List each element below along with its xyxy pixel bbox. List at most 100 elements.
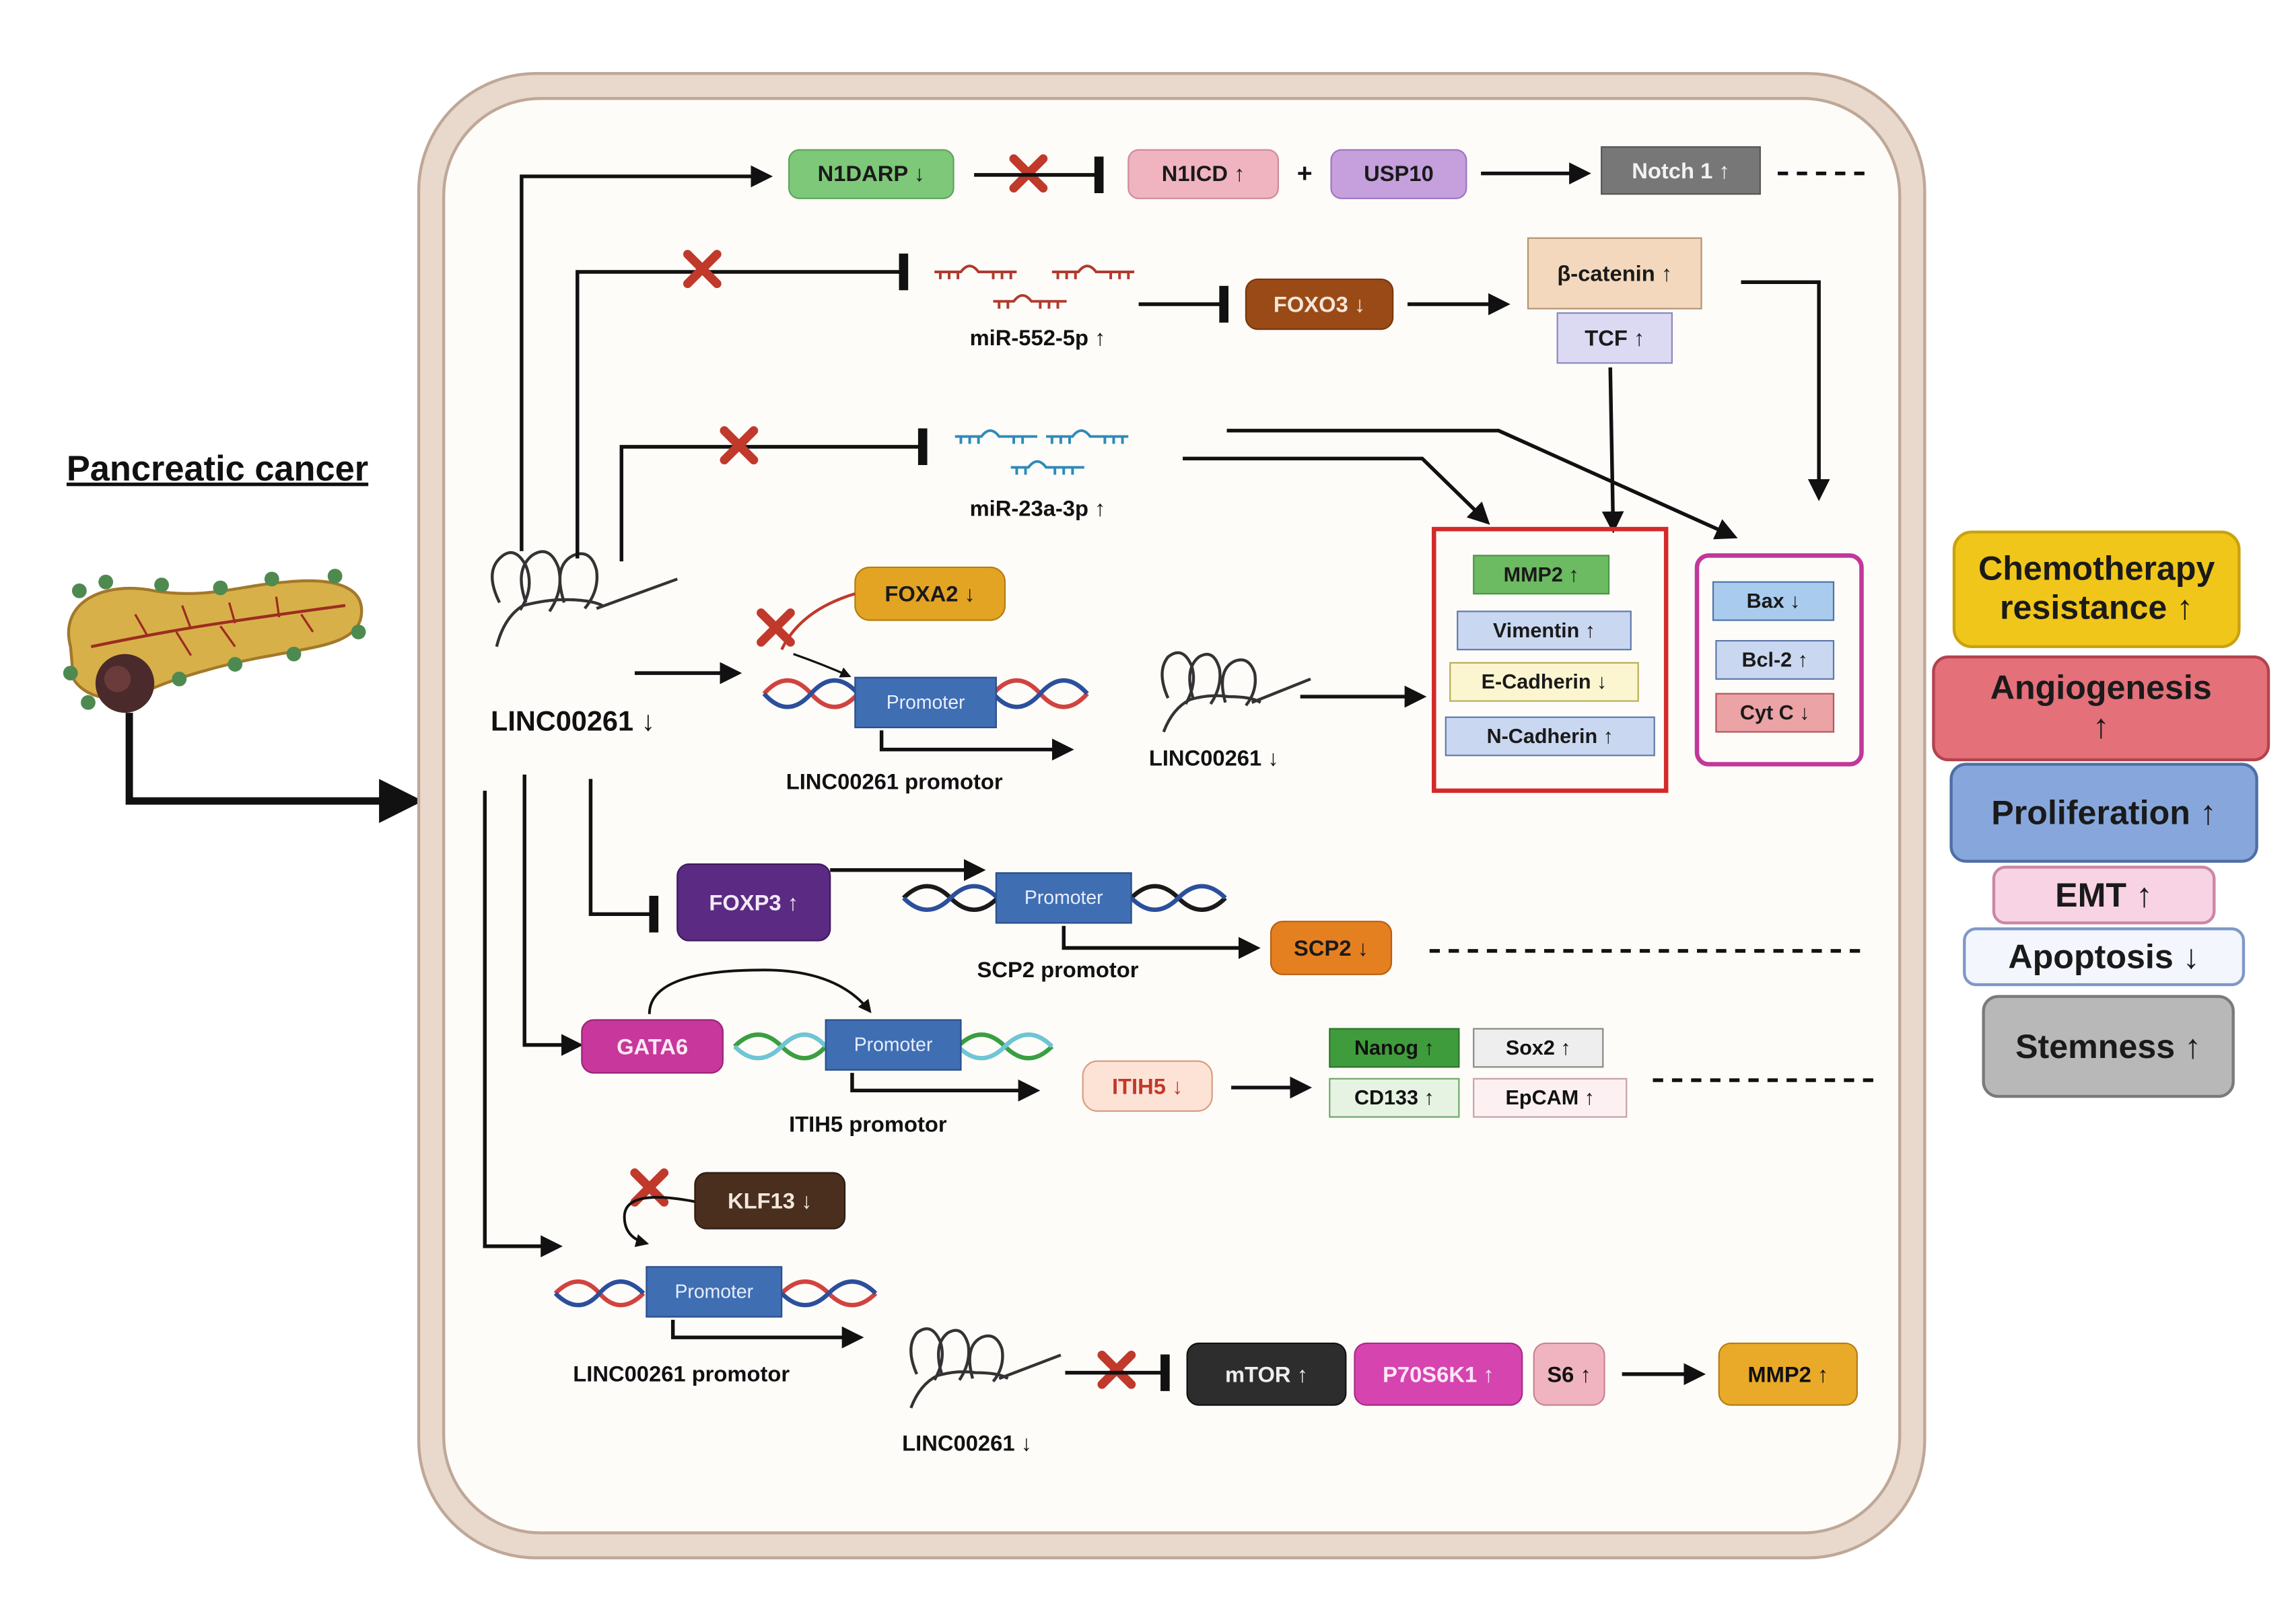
gene-label-n1icd: N1ICD ↑: [1162, 161, 1245, 186]
tcf-to-emt-box: [1601, 367, 1624, 534]
lnc-main-label: LINC00261 ↓: [491, 705, 655, 736]
lncrna-mid-icon: [1160, 651, 1311, 733]
promoter-label-linc-bottom: Promoter: [674, 1281, 753, 1302]
gene-box-gata6: [581, 1019, 724, 1074]
promoter-scp2-arrow: [1062, 925, 1261, 959]
gene-box-bcatenin: [1527, 237, 1702, 310]
gene-box-mtor: [1186, 1342, 1347, 1406]
emt-label-ecadherin: E-Cadherin ↓: [1482, 670, 1607, 693]
branch-foxp3: [588, 779, 659, 933]
gene-box-scp2: [1270, 921, 1393, 975]
outcome-proliferation: Proliferation ↑: [1949, 763, 2258, 863]
gene-box-notch1: [1601, 146, 1761, 195]
promoter-box-linc-mid: [854, 676, 997, 729]
gene-label-nanog: Nanog ↑: [1354, 1036, 1434, 1059]
mir23a-to-apoptosis-box: [1226, 429, 1738, 540]
gene-box-s6: [1533, 1342, 1605, 1406]
outcome-label-apoptosis: Apoptosis ↓: [2008, 938, 2199, 976]
gene-box-foxp3: [676, 863, 831, 942]
gene-label-sox2: Sox2 ↑: [1506, 1036, 1571, 1059]
promoter-linc-mid-arrow: [879, 730, 1074, 761]
gene-box-tcf: [1556, 312, 1673, 364]
gene-box-mmp2-bottom: [1718, 1342, 1859, 1406]
gene-box-foxo3: [1245, 278, 1394, 330]
plus-sign: +: [1297, 159, 1313, 188]
lnc-bottom-label: LINC00261 ↓: [902, 1430, 1032, 1455]
branch-mir23a: [619, 428, 928, 562]
foxa2-activation-curve: [780, 592, 856, 651]
apop-box-bcl2: [1715, 640, 1835, 680]
apop-box-bax: [1712, 581, 1835, 621]
promoter-label-scp2: Promoter: [1025, 887, 1103, 909]
gene-box-klf13: [694, 1172, 846, 1230]
gene-box-nanog: [1329, 1028, 1460, 1068]
emt-box-vimentin: [1457, 610, 1632, 651]
promoter-box-itih5: [825, 1019, 962, 1071]
emt-label-vimentin: Vimentin ↑: [1493, 619, 1595, 642]
outcome-stemness: Stemness ↑: [1982, 995, 2235, 1098]
emt-marker-frame: [1432, 526, 1669, 793]
apop-label-bcl2: Bcl-2 ↑: [1741, 648, 1807, 671]
gene-box-n1darp: [788, 149, 954, 199]
gene-label-epcam: EpCAM ↑: [1506, 1086, 1595, 1109]
gene-box-itih5: [1082, 1060, 1213, 1112]
outcome-apoptosis: Apoptosis ↓: [1963, 927, 2246, 987]
dna-helix-linc-bottom: [553, 1279, 878, 1308]
mir552-label: miR-552-5p ↑: [970, 325, 1106, 350]
gene-label-scp2: SCP2 ↓: [1294, 935, 1368, 960]
emt-label-mmp2: MMP2 ↑: [1504, 563, 1579, 586]
pancreas-illustration: [63, 569, 366, 713]
promotor-linc-mid-label: LINC00261 promotor: [786, 769, 1003, 794]
mir23a-to-emt-box: [1183, 456, 1490, 525]
apop-label-cytc: Cyt C ↓: [1740, 701, 1810, 724]
promoter-itih5-arrow: [850, 1073, 1041, 1102]
gene-label-foxo3: FOXO3 ↓: [1274, 292, 1365, 317]
outcome-emt: EMT ↑: [1992, 866, 2216, 925]
emt-box-mmp2: [1473, 555, 1610, 595]
apop-label-bax: Bax ↓: [1747, 590, 1801, 612]
emt-box-ncadherin: [1445, 716, 1655, 756]
promoter-label-linc-mid: Promoter: [887, 692, 965, 713]
gene-label-gata6: GATA6: [617, 1034, 688, 1059]
gene-label-mtor: mTOR ↑: [1225, 1362, 1308, 1386]
gene-label-mmp2-bottom: MMP2 ↑: [1747, 1362, 1828, 1386]
branch-klf13: [483, 790, 563, 1258]
promoter-box-linc-bottom: [646, 1266, 783, 1318]
gene-label-notch1: Notch 1 ↑: [1632, 158, 1729, 183]
dna-helix-linc-mid: [762, 678, 1089, 709]
gata6-loop-arrow: [648, 968, 872, 1014]
gene-label-itih5: ITIH5 ↓: [1112, 1073, 1183, 1098]
lnc-mid-label: LINC00261 ↓: [1149, 746, 1279, 771]
outcome-angiogenesis: Angiogenesis↑: [1932, 655, 2270, 762]
lncrna-bottom-icon: [909, 1327, 1062, 1409]
mir23a-icon: [954, 429, 1129, 475]
branch-gata6: [522, 774, 584, 1056]
dna-helix-itih5: [733, 1032, 1054, 1061]
promoter-linc-bottom-arrow: [670, 1319, 864, 1349]
gene-label-tcf: TCF ↑: [1585, 326, 1644, 351]
outcome-label-proliferation: Proliferation ↑: [1991, 794, 2217, 832]
promoter-label-itih5: Promoter: [854, 1034, 933, 1056]
branch-mir552: [576, 253, 909, 559]
lncrna-main-icon: [491, 550, 678, 647]
gene-label-s6: S6 ↑: [1547, 1362, 1591, 1386]
promotor-scp2-label: SCP2 promotor: [977, 957, 1138, 982]
gene-label-bcatenin: β-catenin ↑: [1557, 261, 1672, 286]
klf13-loop-arrow: [623, 1196, 699, 1247]
apoptosis-marker-frame: [1694, 553, 1864, 767]
gene-box-cd133: [1329, 1078, 1460, 1118]
promotor-itih5-label: ITIH5 promotor: [789, 1111, 947, 1136]
gene-box-p70s6k1: [1354, 1342, 1523, 1406]
gene-label-klf13: KLF13 ↓: [728, 1189, 812, 1213]
outcome-label-emt: EMT ↑: [2055, 876, 2153, 914]
mir552-icon: [934, 264, 1135, 309]
emt-label-ncadherin: N-Cadherin ↑: [1487, 725, 1613, 748]
cell-interior: [442, 97, 1902, 1534]
gene-label-cd133: CD133 ↑: [1354, 1086, 1434, 1109]
dna-helix-scp2: [902, 884, 1227, 912]
outcome-label-angiogenesis: Angiogenesis↑: [1990, 668, 2212, 745]
